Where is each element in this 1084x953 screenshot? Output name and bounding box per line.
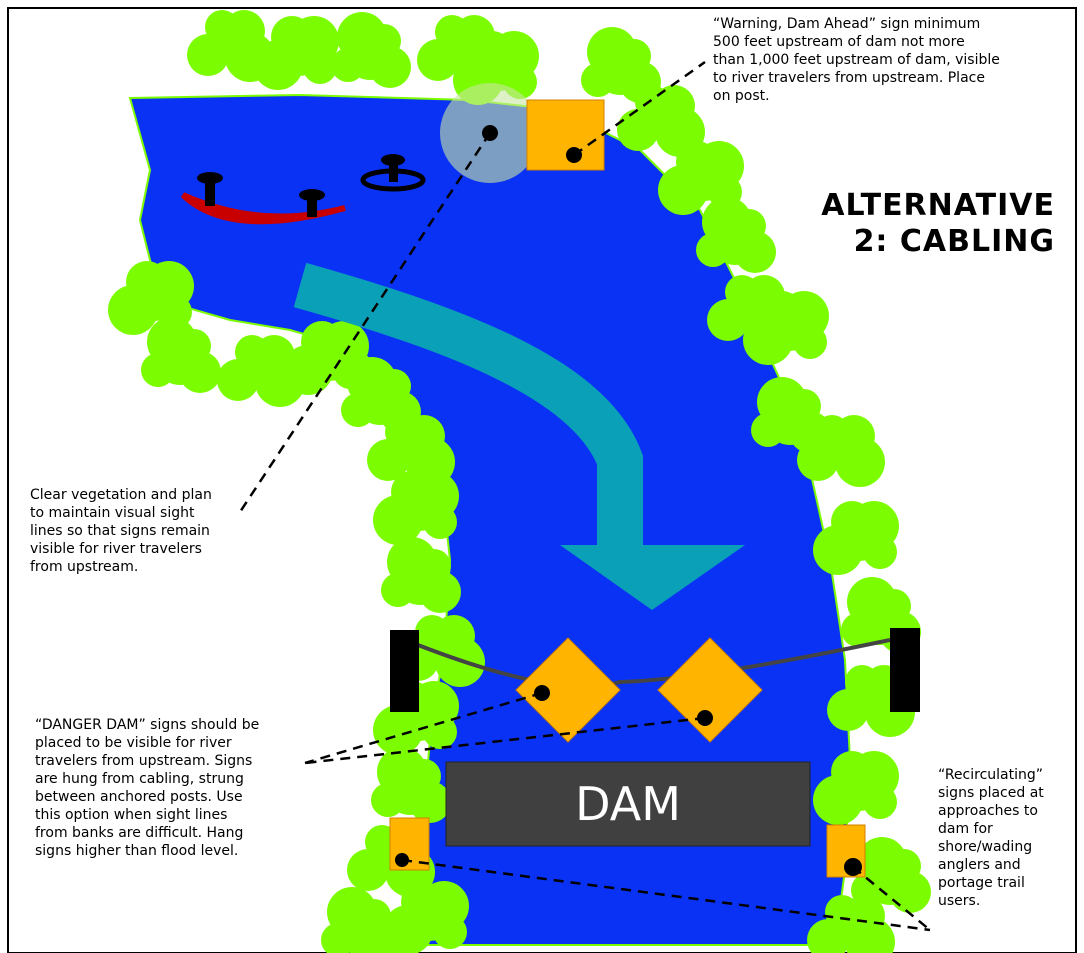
- vegetation-clump: [187, 10, 275, 82]
- callout-dot: [395, 853, 409, 867]
- vegetation-clump: [397, 615, 485, 687]
- swimmer-icon: [360, 154, 426, 192]
- vegetation-clump: [108, 261, 194, 335]
- vegetation-clump: [321, 887, 401, 953]
- dam-structure: [445, 761, 811, 847]
- riverbank-vegetation: [108, 10, 931, 953]
- vegetation-note: Clear vegetation and plan to maintain vi…: [30, 487, 212, 575]
- danger-dam-sign: [657, 637, 763, 743]
- vegetation-clump: [141, 317, 221, 393]
- recirculating-sign-note: “Recirculating” signs placed at approach…: [938, 767, 1044, 909]
- vegetation-clump: [743, 291, 829, 365]
- vegetation-clump: [581, 27, 661, 103]
- vegetation-clump: [253, 16, 339, 90]
- vegetation-clump: [373, 471, 459, 545]
- sign-cable: [417, 638, 891, 689]
- callout-dot: [482, 125, 498, 141]
- paddler-icon: [197, 172, 223, 206]
- callout-leader-lines: [238, 60, 931, 932]
- callout-dot: [534, 685, 550, 701]
- callout-dot: [697, 710, 713, 726]
- callout-dot: [844, 858, 862, 876]
- diagram-title: ALTERNATIVE 2: CABLING: [821, 188, 1055, 259]
- warning-dam-ahead-sign: [526, 99, 605, 171]
- vegetation-clump: [751, 377, 831, 453]
- vegetation-clump: [381, 537, 461, 613]
- boat-icon: [180, 172, 346, 225]
- callout-markers: [395, 125, 862, 876]
- cable-anchor-post-right: [890, 628, 920, 712]
- flow-arrow: [293, 262, 745, 610]
- vegetation-clump: [371, 747, 451, 823]
- danger-dam-sign: [515, 637, 621, 743]
- vegetation-clump: [797, 415, 885, 487]
- vegetation-clump: [331, 12, 411, 88]
- paddler-icon: [299, 189, 325, 217]
- cable-anchor-post-left: [390, 630, 419, 712]
- vegetation-clump: [658, 141, 744, 215]
- diagram-frame: [7, 7, 1077, 953]
- callout-dot: [566, 147, 582, 163]
- vegetation-clump: [813, 501, 899, 575]
- warning-sign-note: “Warning, Dam Ahead” sign minimum 500 fe…: [713, 16, 1000, 104]
- danger-sign-note: “DANGER DAM” signs should be placed to b…: [35, 717, 260, 859]
- vegetation-clump: [813, 751, 899, 825]
- vegetation-clump: [696, 197, 776, 273]
- vegetation-clump: [807, 895, 895, 953]
